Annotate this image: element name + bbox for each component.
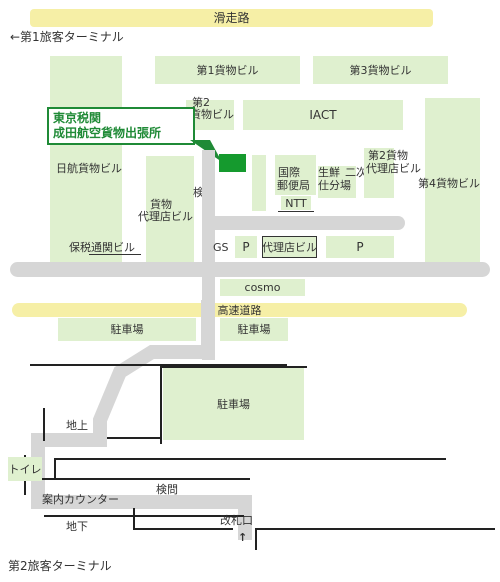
customs-office-callout: 東京税関 成田航空貨物出張所	[47, 107, 195, 145]
bonded-underline	[89, 254, 141, 255]
line-v-left	[43, 408, 45, 441]
second-agent-label-2: 代理店ビル	[366, 162, 421, 175]
second-agent-building	[364, 148, 394, 198]
cargo-agent-label-2: 代理店ビル	[138, 210, 193, 223]
line-h-above	[107, 437, 162, 439]
post-office-label-1: 国際	[278, 166, 300, 179]
fresh-sorting-label-2: 仕分場	[318, 179, 351, 192]
runway-label: 滑走路	[213, 10, 250, 25]
line-v-bottom-right	[255, 528, 257, 550]
above-ground-label: 地上	[66, 419, 88, 432]
ntt-underline	[278, 211, 314, 212]
line-h5	[44, 515, 244, 517]
ntt-building: NTT	[281, 196, 311, 210]
agency-building: 代理店ビル	[262, 236, 317, 258]
info-counter-label: 案内カウンター	[42, 493, 119, 506]
up-arrow-icon: ↑	[238, 531, 248, 544]
secondary-label: 二次	[345, 166, 367, 179]
cosmo-building: cosmo	[220, 279, 305, 296]
toilet-label: トイレ	[8, 462, 42, 476]
nikko-cargo-building	[50, 56, 122, 266]
small-bldg-1	[252, 155, 266, 211]
cargo-building-4	[425, 98, 480, 264]
terminal2-label: 第2旅客ターミナル	[8, 559, 112, 573]
underground-label: 地下	[66, 520, 88, 533]
nikko-cargo-label: 日航貨物ビル	[56, 162, 122, 175]
parking-lot-1: 駐車場	[58, 318, 196, 341]
runway-bar: 滑走路	[30, 9, 433, 27]
highway-bar: 高速道路	[12, 303, 467, 317]
line-h6	[133, 528, 233, 530]
inspection-bottom-label: 検問	[156, 483, 178, 496]
iact-building: IACT	[243, 100, 403, 130]
callout-line-2: 成田航空貨物出張所	[53, 126, 162, 140]
cargo-building-3: 第3貨物ビル	[313, 56, 448, 84]
fresh-sorting-label-1: 生鮮	[318, 166, 340, 179]
line-v-lot	[160, 366, 162, 444]
gs-label: GS	[213, 241, 229, 254]
cargo4-label: 第4貨物ビル	[418, 177, 480, 190]
parking-lot-2: 駐車場	[220, 318, 288, 341]
cargo2-label-2: 貨物ビル	[190, 108, 234, 121]
road-to-east-upper	[202, 216, 405, 230]
fresh-sorting-building	[318, 166, 356, 198]
line-h3	[56, 458, 446, 460]
cargo-agent-building	[146, 156, 194, 262]
highway-label: 高速道路	[217, 303, 262, 317]
bonded-customs-label: 保税通関ビル	[69, 241, 135, 254]
post-office-building	[275, 155, 316, 195]
parking-lot-3: 駐車場	[163, 368, 304, 440]
ticket-gate-label: 改札口	[220, 514, 253, 527]
customs-office-marker	[219, 154, 246, 172]
line-h1	[30, 364, 287, 366]
parking-p2: P	[326, 236, 394, 258]
line-h7	[255, 528, 495, 530]
parking-p1: P	[235, 236, 257, 258]
line-h2	[162, 366, 307, 368]
terminal1-label: ←第1旅客ターミナル	[10, 30, 124, 44]
cargo-agent-label-1: 貨物	[150, 198, 172, 211]
cargo-building-1: 第1貨物ビル	[155, 56, 300, 84]
toilet-box: トイレ	[8, 457, 42, 481]
line-h4	[40, 478, 250, 480]
main-road	[10, 262, 490, 277]
line-v-left3	[54, 458, 56, 480]
line-v-bottom-left	[133, 508, 135, 530]
second-agent-label-1: 第2貨物	[368, 149, 408, 162]
cargo2-label-1: 第2	[192, 96, 210, 109]
post-office-label-2: 郵便局	[277, 179, 310, 192]
callout-line-1: 東京税関	[53, 111, 102, 125]
